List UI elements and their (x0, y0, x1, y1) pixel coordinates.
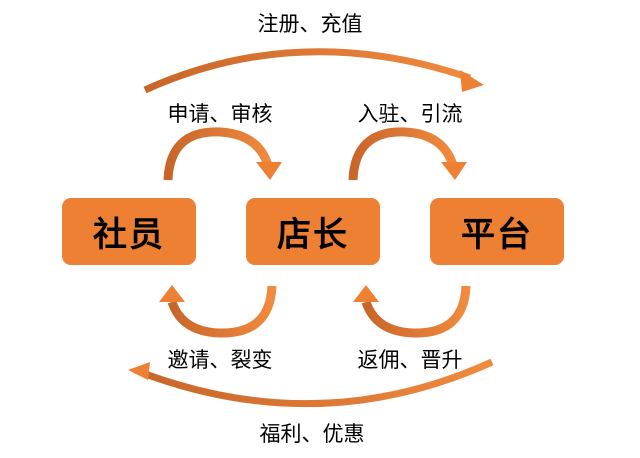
label-bottom-right: 返佣、晋升 (357, 348, 463, 372)
node-store-manager: 店长 (246, 198, 380, 265)
arrowhead-icon (159, 285, 185, 302)
arrowhead-icon (353, 285, 379, 302)
arrow-top-right (348, 127, 458, 181)
arrowhead-icon (441, 162, 467, 180)
arrowhead-icon (128, 362, 150, 380)
arrow-bottom-left (167, 285, 277, 338)
label-bottom-left: 邀请、裂变 (167, 348, 273, 372)
arrow-top-outer (143, 48, 472, 94)
label-bottom-outer: 福利、优惠 (259, 422, 365, 446)
arrow-top-left (163, 127, 273, 181)
label-top-left: 申请、审核 (167, 102, 273, 126)
arrow-bottom-outer (138, 358, 494, 408)
arrow-bottom-right (361, 285, 471, 338)
node-member: 社员 (62, 198, 196, 265)
arrowhead-icon (460, 70, 484, 92)
node-platform: 平台 (430, 198, 564, 265)
label-top-outer: 注册、充值 (257, 12, 363, 36)
label-top-right: 入驻、引流 (357, 102, 463, 126)
arrowhead-icon (256, 162, 282, 180)
